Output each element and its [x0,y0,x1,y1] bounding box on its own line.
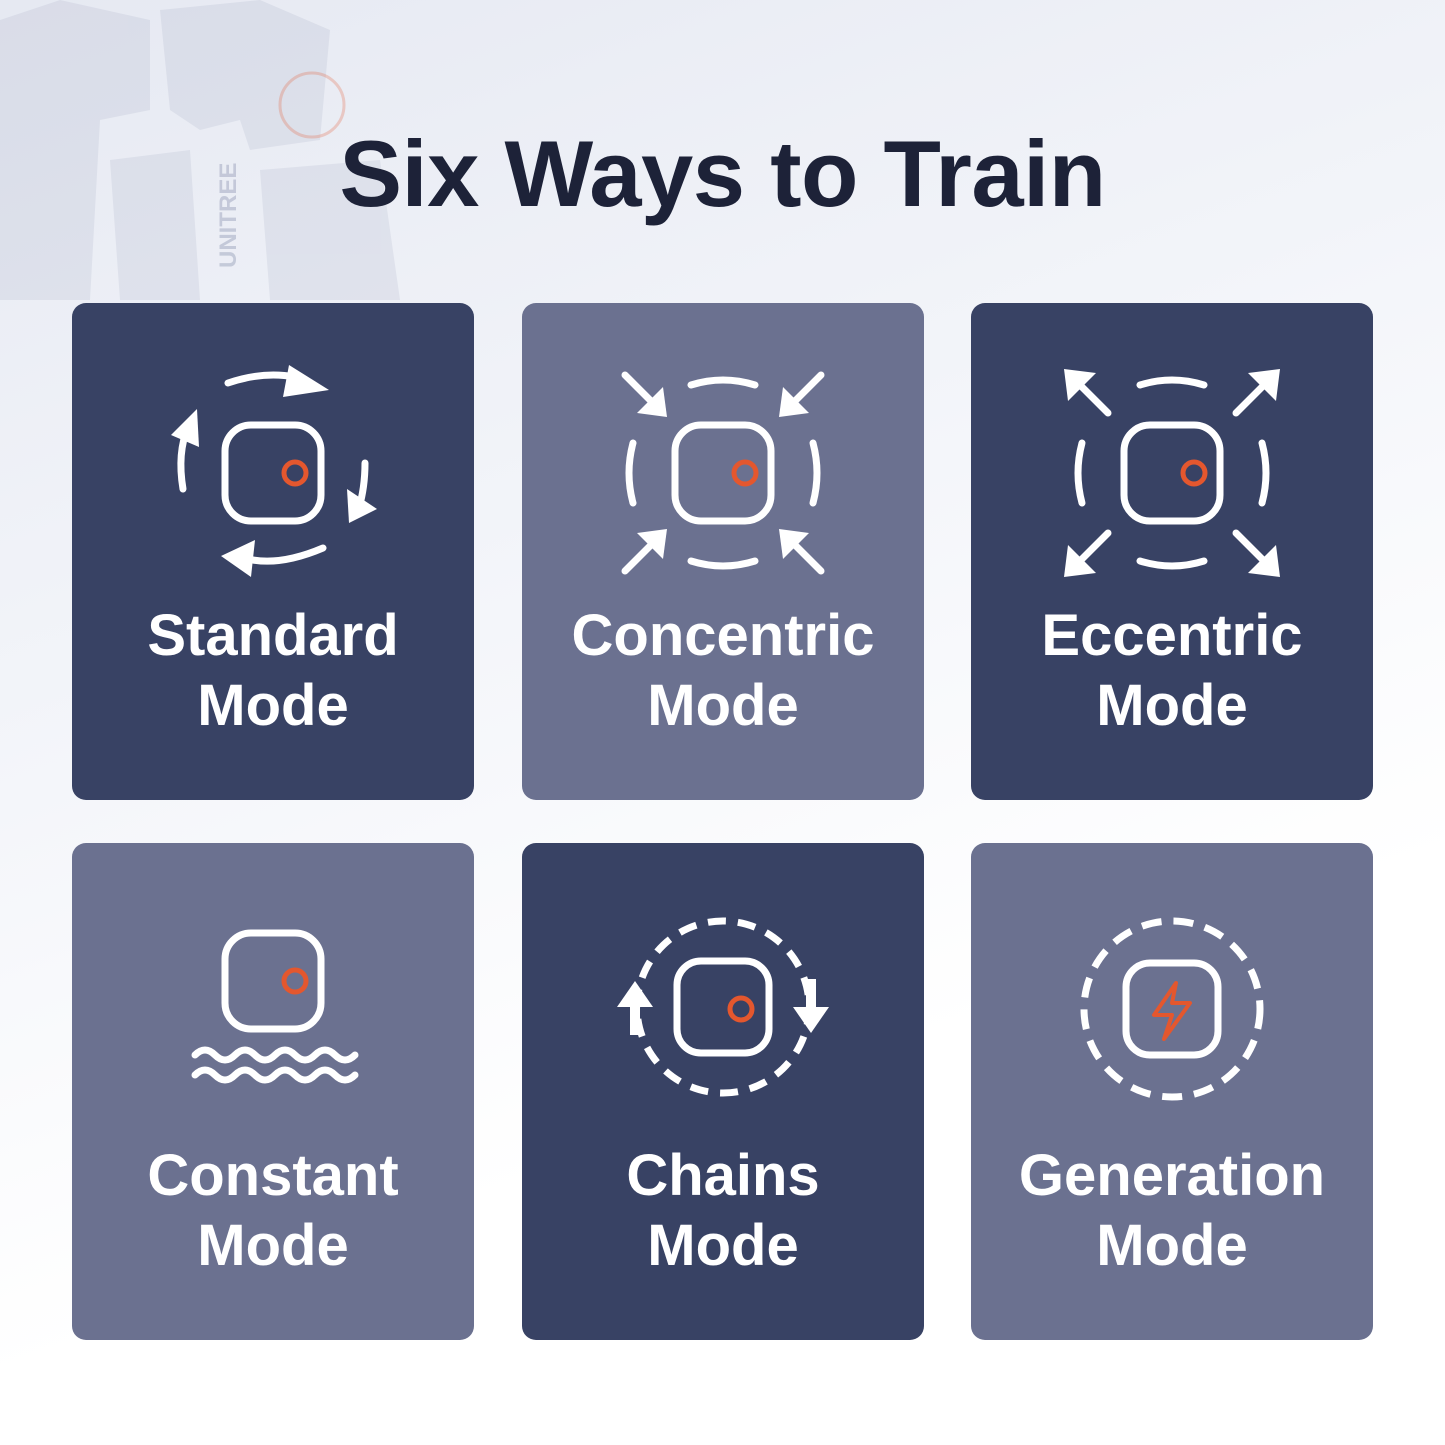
mode-title: Chains [626,1143,820,1208]
mode-title: Concentric [571,603,875,668]
mode-title: Eccentric [1041,603,1303,668]
mode-card-constant: Constant Mode [72,843,474,1340]
mode-title: Constant [147,1143,399,1208]
mode-subtitle: Mode [1096,673,1248,738]
mode-card-eccentric: Eccentric Mode [971,303,1373,800]
up-down-arrows-icon [617,917,829,1097]
mode-subtitle: Mode [197,1213,349,1278]
mode-card-chains: Chains Mode [522,843,924,1340]
inward-arrows-icon [621,371,825,575]
mode-subtitle: Mode [647,673,799,738]
waves-icon [191,929,359,1084]
mode-card-concentric: Concentric Mode [522,303,924,800]
mode-title: Standard [147,603,399,668]
page-title: Six Ways to Train [339,121,1106,226]
mode-subtitle: Mode [1096,1213,1248,1278]
lightning-icon [1080,917,1264,1101]
outward-arrows-icon [1064,369,1280,577]
mode-subtitle: Mode [197,673,349,738]
mode-card-generation: Generation Mode [971,843,1373,1340]
mode-title: Generation [1018,1143,1326,1208]
mode-subtitle: Mode [647,1213,799,1278]
rotate-arrows-icon [171,365,377,577]
mode-card-standard: Standard Mode [72,303,474,800]
